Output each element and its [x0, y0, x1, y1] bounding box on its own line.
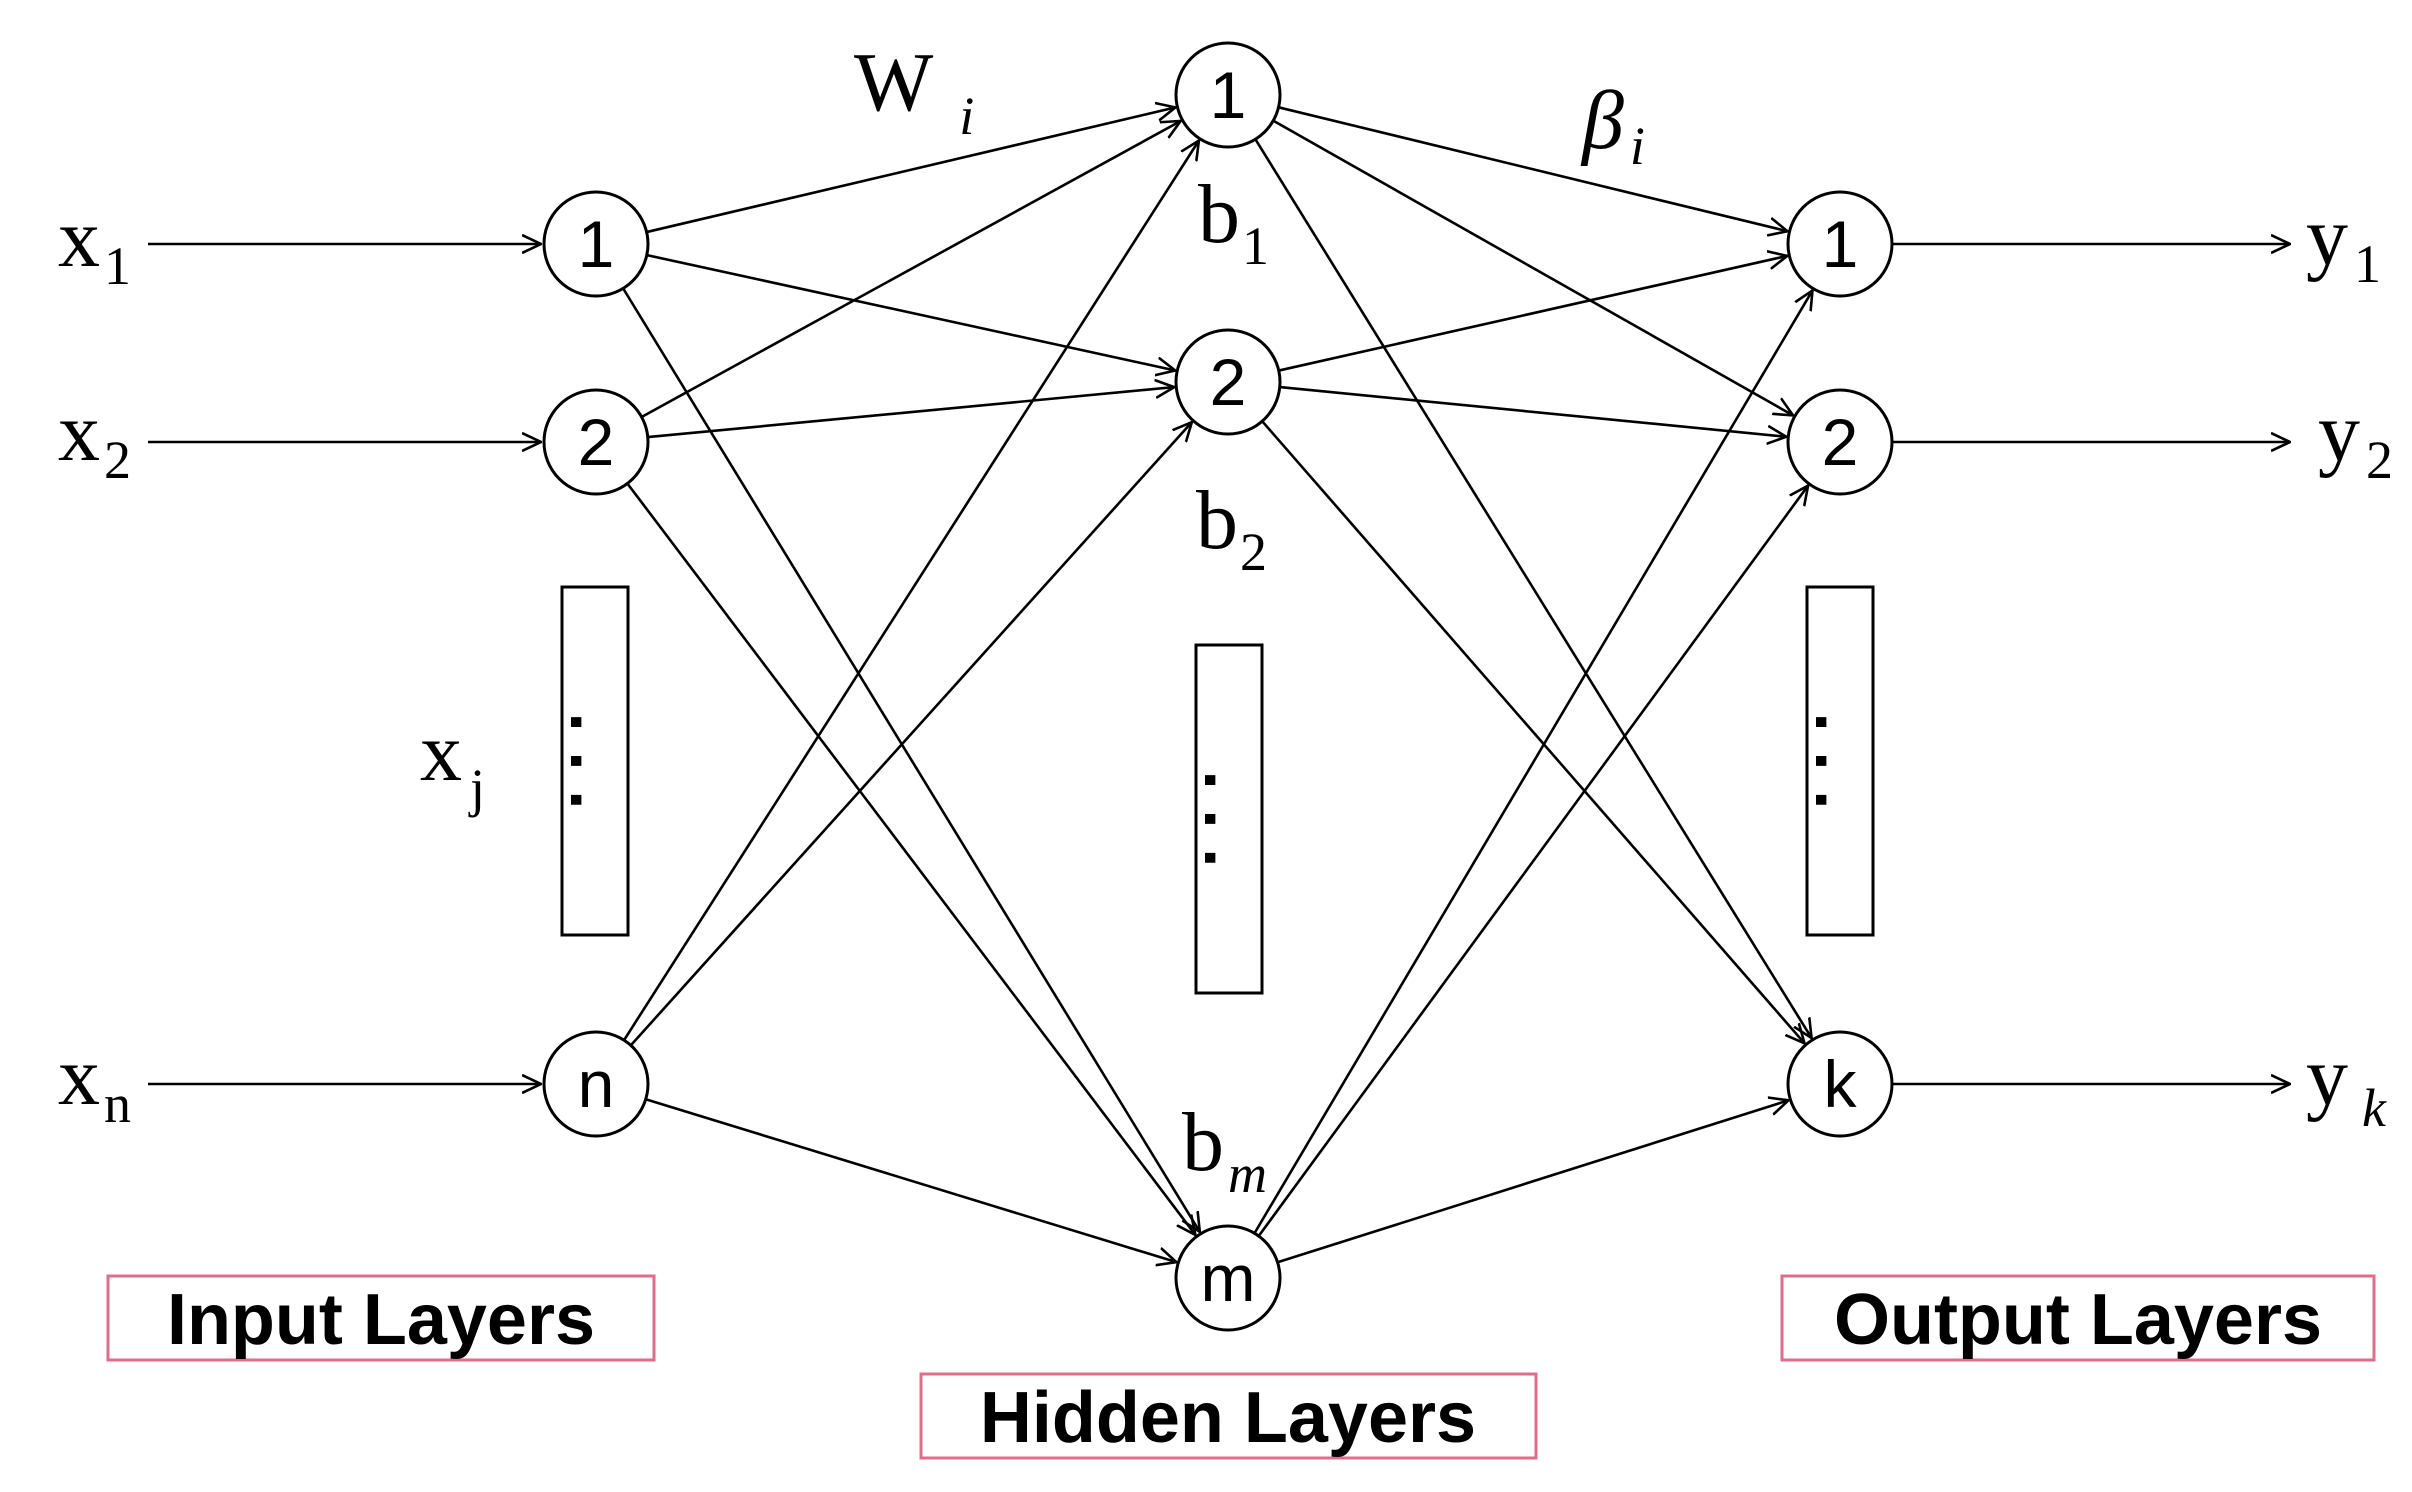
hidden-layers-label: Hidden Layers [980, 1378, 1476, 1458]
output-ellipsis: . . . [1801, 712, 1879, 809]
input-ellipsis-box: . . . [556, 585, 634, 937]
connections [148, 107, 2290, 1262]
hidden-node-2-label: 2 [1210, 345, 1247, 419]
edge-hidden-m-output-1 [1253, 290, 1812, 1234]
input-ellipsis: . . . [556, 712, 634, 809]
hidden-layers-label-box: Hidden Layers [919, 1372, 1538, 1460]
input-var-x1: x1 [58, 192, 131, 296]
input-var-x2: x2 [58, 386, 131, 490]
edge-hidden-2-output-2 [1279, 385, 1787, 437]
edge-input-n-hidden-m [645, 1098, 1177, 1262]
edge-input-1-hidden-1 [646, 107, 1176, 234]
hidden-node-m: m [1174, 1224, 1282, 1332]
input-layers-label: Input Layers [167, 1280, 595, 1360]
input-layers-label-box: Input Layers [106, 1274, 656, 1362]
hidden-node-m-label: m [1201, 1241, 1256, 1315]
input-node-1-label: 1 [578, 207, 615, 281]
hidden-ellipsis: . . . [1190, 770, 1268, 867]
edge-hidden-1-output-1 [1278, 106, 1788, 231]
output-node-2: 2 [1786, 388, 1894, 496]
hidden-node-2: 2 [1174, 328, 1282, 436]
edge-hidden-1-output-2 [1272, 119, 1793, 416]
input-node-1: 1 [542, 190, 650, 298]
edge-input-2-hidden-2 [647, 387, 1174, 439]
output-node-1: 1 [1786, 190, 1894, 298]
hidden-node-1-label: 1 [1210, 58, 1247, 132]
output-ellipsis-box: . . . [1801, 585, 1879, 937]
input-var-xn: xn [58, 1030, 131, 1134]
edge-hidden-2-output-k [1261, 420, 1804, 1043]
bias-label-b1: b1 [1198, 168, 1269, 276]
edge-hidden-m-output-2 [1257, 486, 1808, 1237]
hidden-node-1: 1 [1174, 41, 1282, 149]
edge-hidden-2-output-1 [1278, 256, 1788, 372]
hidden-ellipsis-box: . . . [1190, 643, 1268, 995]
bias-label-bm: bm [1182, 1096, 1267, 1204]
output-node-k: k [1786, 1030, 1894, 1138]
input-node-n: n [542, 1030, 650, 1138]
output-node-2-label: 2 [1822, 405, 1859, 479]
output-node-k-label: k [1824, 1047, 1858, 1121]
input-node-2: 2 [542, 388, 650, 496]
edge-hidden-1-output-k [1254, 138, 1811, 1038]
output-layers-label-box: Output Layers [1780, 1274, 2376, 1362]
input-node-n-label: n [578, 1047, 615, 1121]
output-layers-label: Output Layers [1834, 1280, 2322, 1360]
edge-input-n-hidden-2 [629, 422, 1192, 1047]
edge-input-1-hidden-2 [646, 253, 1175, 370]
edge-input-2-hidden-1 [640, 121, 1181, 419]
edge-input-2-hidden-m [626, 482, 1195, 1234]
output-node-1-label: 1 [1822, 207, 1859, 281]
edge-hidden-m-output-k [1277, 1100, 1789, 1264]
bias-label-b2: b2 [1196, 474, 1267, 582]
edge-input-1-hidden-m [622, 287, 1200, 1232]
edge-input-n-hidden-1 [622, 141, 1199, 1041]
input-node-2-label: 2 [578, 405, 615, 479]
